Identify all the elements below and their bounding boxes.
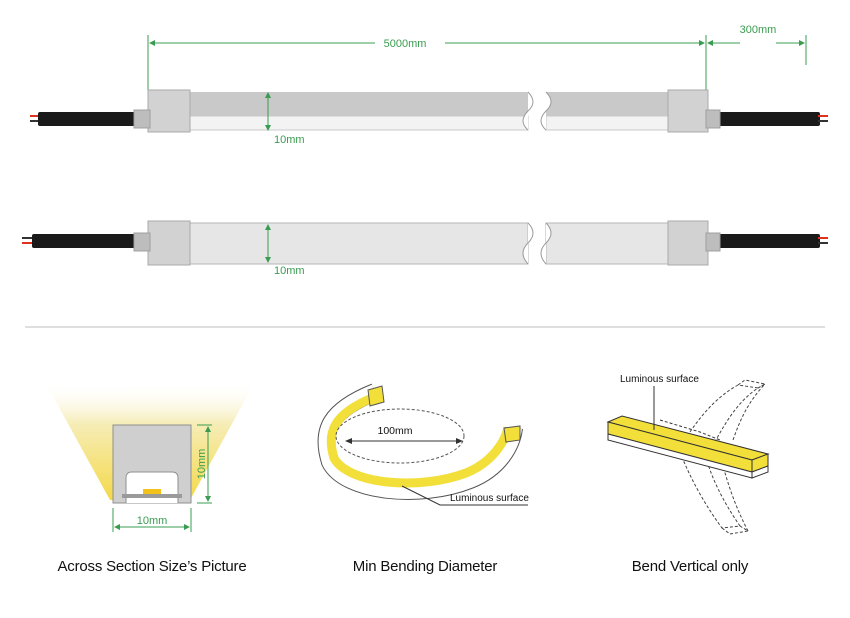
bending-figure: 100mm Luminous surface [317, 383, 529, 506]
length-label: 5000mm [384, 38, 427, 50]
right-cable [716, 112, 828, 126]
vertical-caption: Bend Vertical only [631, 558, 749, 575]
cable-length-label: 300mm [740, 24, 777, 36]
bending-caption: Min Bending Diameter [352, 558, 498, 575]
cross-section-caption: Across Section Size’s Picture [57, 558, 247, 575]
strip-side-view-top: 5000mm 300mm [30, 24, 828, 146]
vertical-bend-figure: Luminous surface [606, 374, 770, 535]
neon-tube-top [187, 91, 671, 131]
vertical-luminous-label: Luminous surface [620, 374, 699, 385]
length-dimension: 5000mm [147, 35, 807, 100]
left-cable [30, 112, 136, 126]
left-cable-2 [22, 234, 136, 248]
right-end-cap-2 [667, 220, 721, 266]
led-chip [143, 489, 161, 494]
section-width-label: 10mm [137, 515, 168, 527]
cable-dimension: 300mm [707, 24, 805, 46]
right-cable-2 [716, 234, 828, 248]
strip-side-view-bottom: 10mm [22, 220, 828, 277]
height-dimension-bottom: 10mm [265, 224, 305, 277]
bend-diameter-circle [335, 408, 465, 464]
neon-tube-bottom [187, 222, 671, 265]
height-dimension-top: 10mm [265, 92, 305, 146]
cross-section-figure: 10mm 10mm [45, 382, 255, 532]
right-end-cap [667, 89, 721, 133]
bend-diameter-label: 100mm [377, 425, 412, 437]
height-label-bottom: 10mm [274, 265, 305, 277]
height-label-top: 10mm [274, 134, 305, 146]
left-end-cap [133, 89, 191, 133]
section-height-label: 10mm [196, 449, 208, 480]
bend-luminous-face [326, 393, 513, 488]
left-end-cap-2 [133, 220, 191, 266]
bend-luminous-label: Luminous surface [450, 493, 529, 504]
